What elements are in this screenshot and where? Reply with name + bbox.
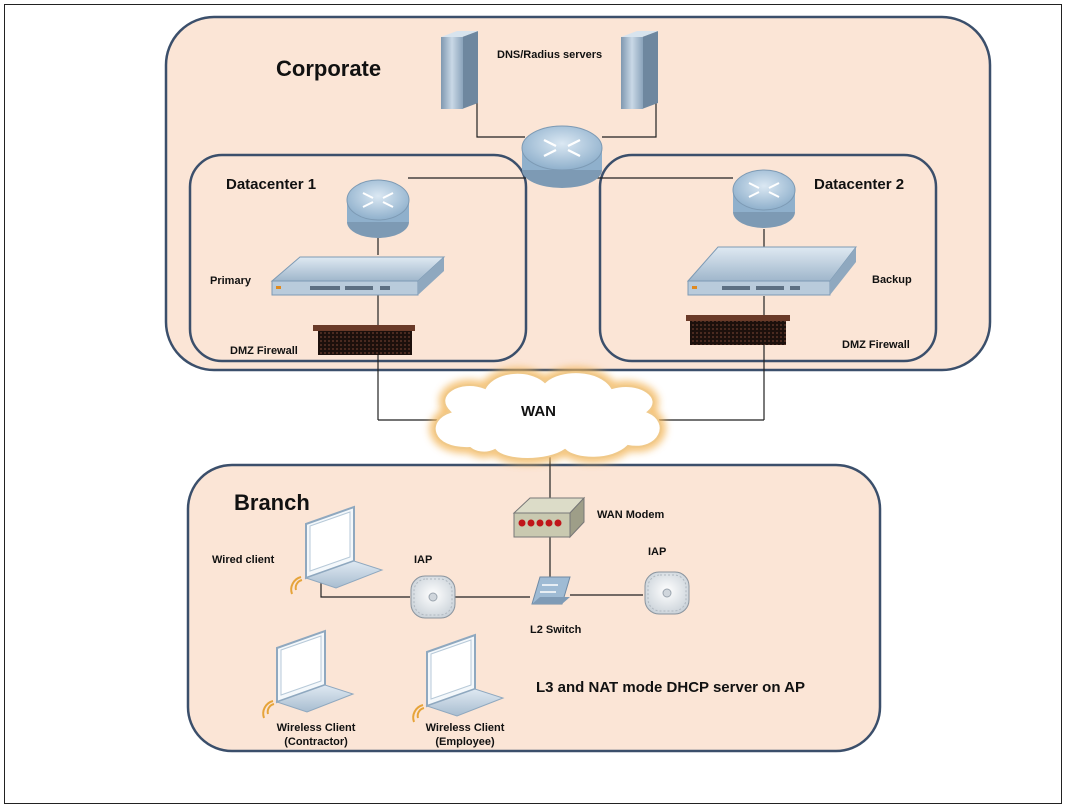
l2-switch-icon xyxy=(531,576,571,605)
dns-server-right-icon xyxy=(621,31,658,109)
branch-title: Branch xyxy=(234,490,310,515)
mode-note-label: L3 and NAT mode DHCP server on AP xyxy=(536,679,805,696)
primary-controller-icon xyxy=(270,256,446,296)
iap-left-label: IAP xyxy=(414,554,432,566)
wireless-employee-laptop-icon xyxy=(412,633,505,723)
iap-right-icon xyxy=(644,571,690,615)
dmz-firewall-1-label: DMZ Firewall xyxy=(230,345,298,357)
dmz-firewall-2-label: DMZ Firewall xyxy=(842,339,910,351)
dns-radius-servers-label: DNS/Radius servers xyxy=(497,49,602,61)
datacenter2-router-icon xyxy=(732,169,796,228)
wireless-contractor-laptop-icon xyxy=(262,629,355,719)
datacenter1-router-icon xyxy=(346,179,410,238)
backup-controller-label: Backup xyxy=(872,274,912,286)
wan-modem-icon xyxy=(512,496,586,539)
backup-controller-icon xyxy=(686,246,858,296)
wireless-contractor-label-line2: (Contractor) xyxy=(284,736,348,748)
iap-right-label: IAP xyxy=(648,546,666,558)
dmz-firewall-1-icon xyxy=(313,325,415,355)
datacenter1-title: Datacenter 1 xyxy=(226,176,316,193)
wired-client-label: Wired client xyxy=(212,554,275,566)
wired-client-laptop-icon xyxy=(290,505,384,595)
corporate-title: Corporate xyxy=(276,56,381,81)
dmz-firewall-2-icon xyxy=(686,315,790,345)
core-router-icon xyxy=(521,125,603,188)
l2-switch-label: L2 Switch xyxy=(530,624,582,636)
diagram-frame xyxy=(4,4,1062,804)
iap-left-icon xyxy=(410,575,456,619)
wireless-employee-label-line2: (Employee) xyxy=(435,736,495,748)
branch-zone xyxy=(186,463,882,753)
dns-server-left-icon xyxy=(441,31,478,109)
wan-modem-label: WAN Modem xyxy=(597,509,664,521)
wireless-employee-label-line1: Wireless Client xyxy=(426,722,505,734)
connection-lines xyxy=(320,103,765,598)
primary-controller-label: Primary xyxy=(210,275,252,287)
datacenter2-title: Datacenter 2 xyxy=(814,176,904,193)
wan-label: WAN xyxy=(521,403,556,420)
wan-cloud-icon xyxy=(429,367,666,464)
wireless-contractor-label-line1: Wireless Client xyxy=(277,722,356,734)
